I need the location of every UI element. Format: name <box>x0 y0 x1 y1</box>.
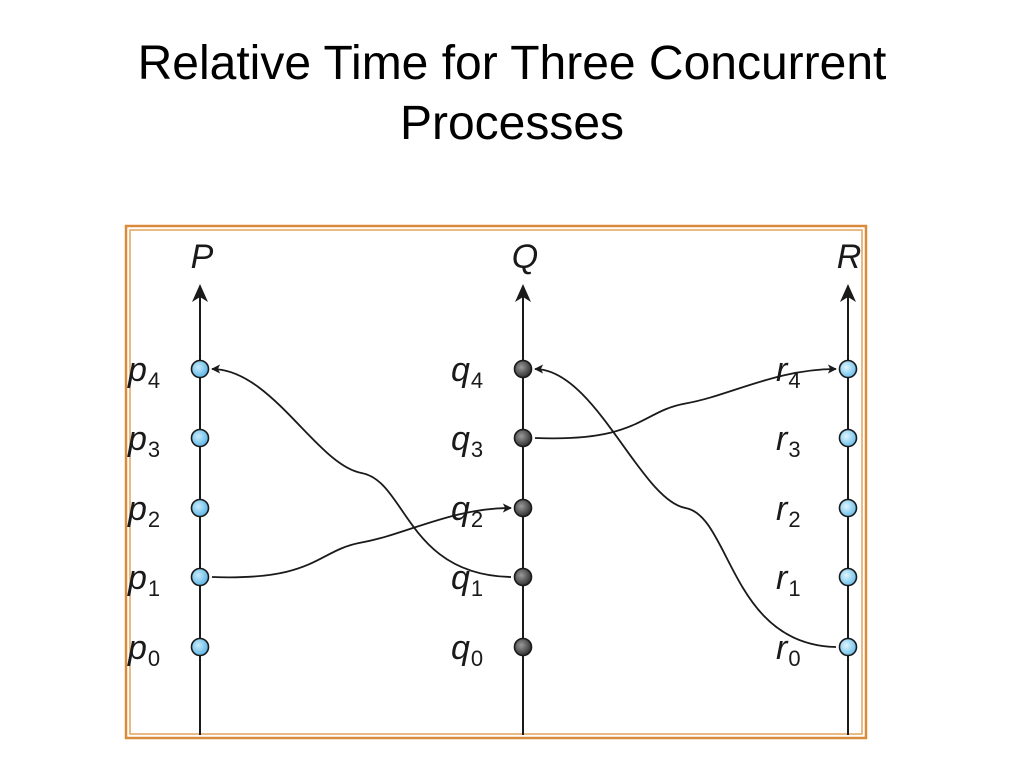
event-dot-q2 <box>513 498 533 518</box>
axis-arrowhead-q <box>515 284 531 302</box>
event-label-q3: q3 <box>451 420 483 462</box>
event-letter-r1: r <box>776 559 789 597</box>
event-dot-p1 <box>190 567 210 587</box>
event-letter-p3: p <box>127 420 147 458</box>
axis-arrowhead-p <box>192 284 208 302</box>
event-letter-p1: p <box>127 559 147 597</box>
event-subscript-r2: 2 <box>788 507 800 532</box>
event-letter-p0: p <box>127 629 147 667</box>
event-dot-r3 <box>838 428 858 448</box>
event-letter-r0: r <box>776 629 789 667</box>
event-dot-p4 <box>190 359 210 379</box>
event-label-p4: p4 <box>127 351 160 393</box>
message-arrow-p1-to-q2 <box>211 503 512 579</box>
event-letter-p4: p <box>127 351 147 389</box>
axis-label-q: Q <box>512 238 538 276</box>
event-letter-p2: p <box>127 490 147 528</box>
event-label-q0: q0 <box>451 629 483 671</box>
message-arrow-r0-to-q4 <box>534 364 837 648</box>
event-dot-r4 <box>838 359 858 379</box>
diagram-frame-inner <box>129 229 863 735</box>
event-letter-q2: q <box>451 490 470 528</box>
event-dot-r2 <box>838 498 858 518</box>
event-dot-q3 <box>513 428 533 448</box>
event-label-p2: p2 <box>127 490 160 532</box>
event-label-r2: r2 <box>776 490 801 532</box>
event-dot-q0 <box>513 637 533 657</box>
event-subscript-r0: 0 <box>788 646 800 671</box>
message-arrow-q1-to-p4 <box>211 364 512 578</box>
event-subscript-q2: 2 <box>471 507 483 532</box>
event-dot-q4 <box>513 359 533 379</box>
title-line-1: Relative Time for Three Concurrent <box>137 37 887 90</box>
event-subscript-q3: 3 <box>471 437 483 462</box>
event-label-r0: r0 <box>776 629 801 671</box>
message-arrow-q3-to-r4 <box>534 364 837 440</box>
event-label-q1: q1 <box>451 559 483 601</box>
event-letter-r3: r <box>776 420 789 458</box>
event-subscript-q0: 0 <box>471 646 483 671</box>
axis-label-r: R <box>837 238 862 276</box>
event-dot-p3 <box>190 428 210 448</box>
event-letter-q4: q <box>451 351 470 389</box>
event-dot-q1 <box>513 567 533 587</box>
event-dot-p2 <box>190 498 210 518</box>
event-label-p3: p3 <box>127 420 160 462</box>
diagram-frame-outer <box>124 224 868 740</box>
event-dot-r1 <box>838 567 858 587</box>
title-line-2: Processes <box>399 97 625 150</box>
event-label-p1: p1 <box>127 559 160 601</box>
process-events <box>190 359 858 657</box>
event-subscript-r1: 1 <box>788 576 800 601</box>
event-letter-r4: r <box>776 351 789 389</box>
event-letter-q1: q <box>451 559 470 597</box>
axis-label-p: P <box>191 238 214 276</box>
event-dot-r0 <box>838 637 858 657</box>
slide-title: Relative Time for Three Concurrent Proce… <box>0 34 1024 154</box>
event-letter-q3: q <box>451 420 470 458</box>
event-label-q4: q4 <box>451 351 483 393</box>
event-subscript-q4: 4 <box>471 368 483 393</box>
event-subscript-r3: 3 <box>788 437 800 462</box>
event-subscript-p2: 2 <box>148 507 160 532</box>
event-subscript-q1: 1 <box>471 576 483 601</box>
event-label-p0: p0 <box>127 629 160 671</box>
event-dot-p0 <box>190 637 210 657</box>
event-letter-q0: q <box>451 629 470 667</box>
event-subscript-p1: 1 <box>148 576 160 601</box>
event-subscript-p4: 4 <box>148 368 160 393</box>
event-subscript-p3: 3 <box>148 437 160 462</box>
event-label-q2: q2 <box>451 490 483 532</box>
axis-arrowhead-r <box>840 284 856 302</box>
event-label-r4: r4 <box>776 351 801 393</box>
event-letter-r2: r <box>776 490 789 528</box>
event-subscript-p0: 0 <box>148 646 160 671</box>
event-label-r1: r1 <box>776 559 801 601</box>
event-subscript-r4: 4 <box>788 368 800 393</box>
event-label-r3: r3 <box>776 420 801 462</box>
message-arrows <box>211 364 837 648</box>
